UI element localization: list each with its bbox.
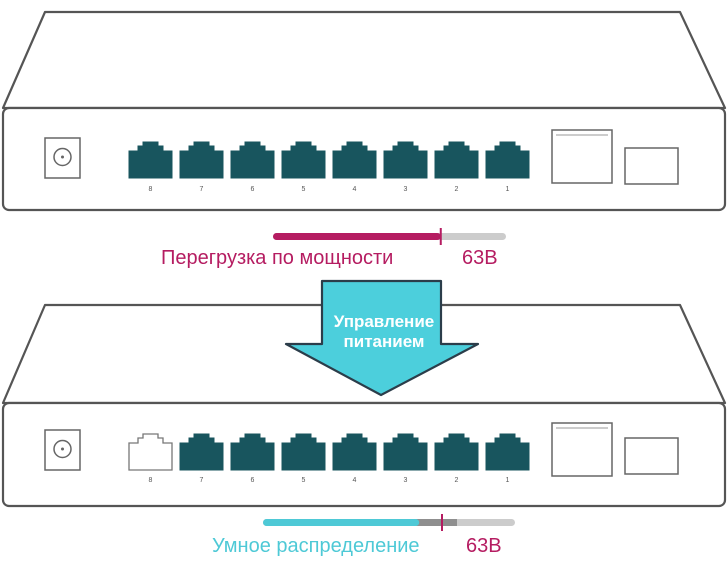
power-bar-reserve xyxy=(416,519,457,526)
sfp-port xyxy=(551,422,613,477)
port-number: 3 xyxy=(404,186,408,193)
power-bar-top xyxy=(273,228,506,245)
ethernet-port-icon xyxy=(179,433,224,471)
ethernet-port-icon xyxy=(281,141,326,179)
power-bar-usage xyxy=(273,233,441,240)
port-number: 6 xyxy=(251,186,255,193)
console-port xyxy=(624,147,679,185)
ethernet-port-icon xyxy=(281,433,326,471)
ethernet-port-icon xyxy=(179,141,224,179)
ethernet-port-icon xyxy=(485,141,530,179)
port-number: 7 xyxy=(200,477,204,484)
arrow-caption-line1: Управление xyxy=(333,312,435,331)
ethernet-port-icon xyxy=(383,433,428,471)
ethernet-port-icon xyxy=(434,141,479,179)
port-number: 4 xyxy=(353,477,357,484)
port-number: 4 xyxy=(353,186,357,193)
sfp-port xyxy=(551,129,613,184)
overload-label: Перегрузка по мощности xyxy=(161,247,394,269)
port-number: 8 xyxy=(149,186,153,193)
power-jack xyxy=(44,429,81,471)
port-number: 6 xyxy=(251,477,255,484)
console-port xyxy=(624,437,679,475)
port-row: 8 7 6 5 4 3 2 1 xyxy=(128,433,530,484)
ethernet-port-icon xyxy=(332,433,377,471)
ethernet-port-icon xyxy=(332,141,377,179)
switch-top-lid xyxy=(1,10,727,110)
port-number: 2 xyxy=(455,186,459,193)
port-number: 5 xyxy=(302,186,306,193)
ethernet-port-icon xyxy=(128,141,173,179)
port-number: 2 xyxy=(455,477,459,484)
port-number: 3 xyxy=(404,477,408,484)
switch-device-top: 8 7 6 5 4 3 2 1 xyxy=(1,10,727,212)
port-number: 7 xyxy=(200,186,204,193)
smart-distribution-label: Умное распределение xyxy=(212,535,420,557)
ethernet-port-icon xyxy=(128,433,173,471)
port-number: 1 xyxy=(506,186,510,193)
power-budget-label: 63В xyxy=(462,247,498,269)
power-jack xyxy=(44,137,81,179)
power-bar-usage xyxy=(263,519,420,526)
ethernet-port-icon xyxy=(434,433,479,471)
power-bar-bottom xyxy=(263,514,515,531)
port-number: 5 xyxy=(302,477,306,484)
ethernet-port-icon xyxy=(383,141,428,179)
arrow-caption-line2: питанием xyxy=(343,332,425,351)
ethernet-port-icon xyxy=(230,433,275,471)
port-row: 8 7 6 5 4 3 2 1 xyxy=(128,141,530,193)
arrow-caption: Управление питанием xyxy=(314,312,454,352)
port-number: 8 xyxy=(149,477,153,484)
power-budget-label: 63В xyxy=(466,535,502,557)
down-arrow-icon xyxy=(284,279,480,397)
ethernet-port-icon xyxy=(230,141,275,179)
port-number: 1 xyxy=(506,477,510,484)
ethernet-port-icon xyxy=(485,433,530,471)
